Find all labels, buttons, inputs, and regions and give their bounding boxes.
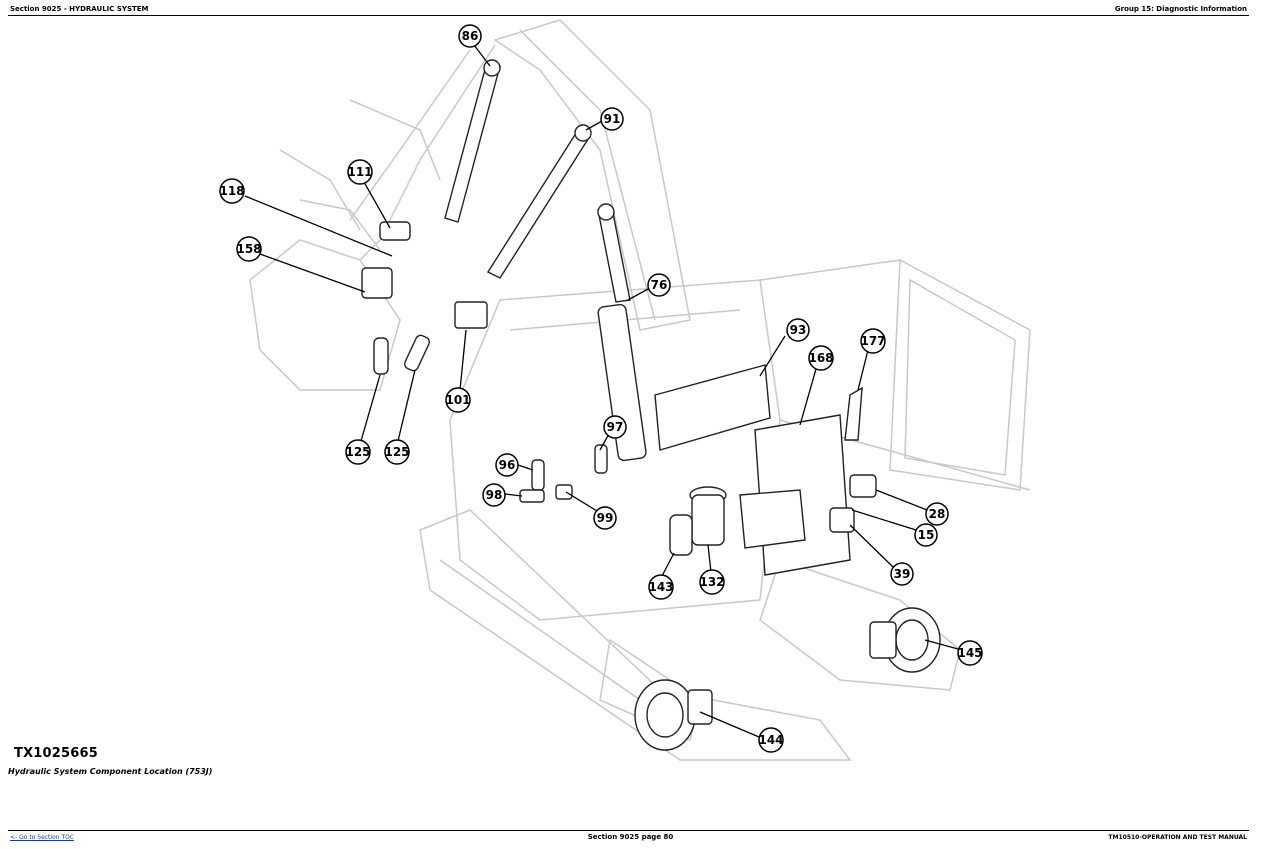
svg-text:101: 101 — [445, 393, 470, 407]
svg-text:28: 28 — [929, 507, 946, 521]
svg-text:99: 99 — [597, 511, 614, 525]
section-header: Section 9025 - HYDRAULIC SYSTEM — [10, 5, 149, 13]
svg-text:125: 125 — [345, 445, 370, 459]
svg-text:158: 158 — [236, 242, 261, 256]
machine-ghost-outline — [249, 19, 1031, 761]
callout-28: 28 — [925, 502, 949, 526]
svg-text:144: 144 — [758, 733, 783, 747]
callout-96: 96 — [495, 453, 519, 477]
header-divider — [8, 15, 1249, 16]
svg-text:177: 177 — [860, 334, 885, 348]
svg-text:132: 132 — [699, 575, 724, 589]
leader-lines — [244, 44, 959, 738]
svg-text:86: 86 — [462, 29, 479, 43]
figure-caption: Hydraulic System Component Location (753… — [8, 767, 213, 776]
callout-39: 39 — [890, 562, 914, 586]
page-number: Section 9025 page 80 — [587, 833, 674, 841]
callout-101: 101 — [445, 387, 471, 413]
callout-168: 168 — [808, 345, 834, 371]
svg-text:76: 76 — [651, 278, 668, 292]
callout-118: 118 — [219, 178, 245, 204]
footer-divider — [8, 830, 1249, 831]
callout-158: 158 — [236, 236, 262, 262]
callout-144: 144 — [758, 727, 784, 753]
callout-177: 177 — [860, 328, 886, 354]
callout-15: 15 — [914, 523, 938, 547]
svg-text:168: 168 — [808, 351, 833, 365]
callout-125-right: 125 — [384, 439, 410, 465]
callout-132: 132 — [699, 569, 725, 595]
svg-text:93: 93 — [790, 323, 807, 337]
svg-text:145: 145 — [957, 646, 982, 660]
callout-143: 143 — [648, 574, 674, 600]
group-header: Group 15: Diagnostic Information — [1114, 5, 1247, 13]
svg-text:111: 111 — [347, 165, 372, 179]
callout-111: 111 — [347, 159, 373, 185]
svg-text:96: 96 — [499, 458, 516, 472]
callout-91: 91 — [600, 107, 624, 131]
svg-text:118: 118 — [219, 184, 244, 198]
callout-99: 99 — [593, 506, 617, 530]
figure-id: TX1025665 — [14, 746, 99, 761]
callout-76: 76 — [647, 273, 671, 297]
svg-text:39: 39 — [894, 567, 911, 581]
callout-86: 86 — [458, 24, 482, 48]
svg-text:125: 125 — [384, 445, 409, 459]
svg-text:98: 98 — [486, 488, 503, 502]
callout-93: 93 — [786, 318, 810, 342]
section-toc-link[interactable]: <- Go to Section TOC — [10, 834, 75, 841]
component-drawings — [361, 59, 941, 751]
callout-145: 145 — [957, 640, 983, 666]
svg-text:91: 91 — [604, 112, 621, 126]
svg-text:97: 97 — [607, 420, 624, 434]
callout-125-left: 125 — [345, 439, 371, 465]
svg-text:143: 143 — [648, 580, 673, 594]
callout-97: 97 — [603, 415, 627, 439]
svg-text:15: 15 — [918, 528, 935, 542]
manual-title: TM10510-OPERATION AND TEST MANUAL — [1108, 834, 1247, 841]
callout-group: 86 91 111 118 158 76 93 168 177 101 125 … — [219, 24, 983, 753]
callout-98: 98 — [482, 483, 506, 507]
